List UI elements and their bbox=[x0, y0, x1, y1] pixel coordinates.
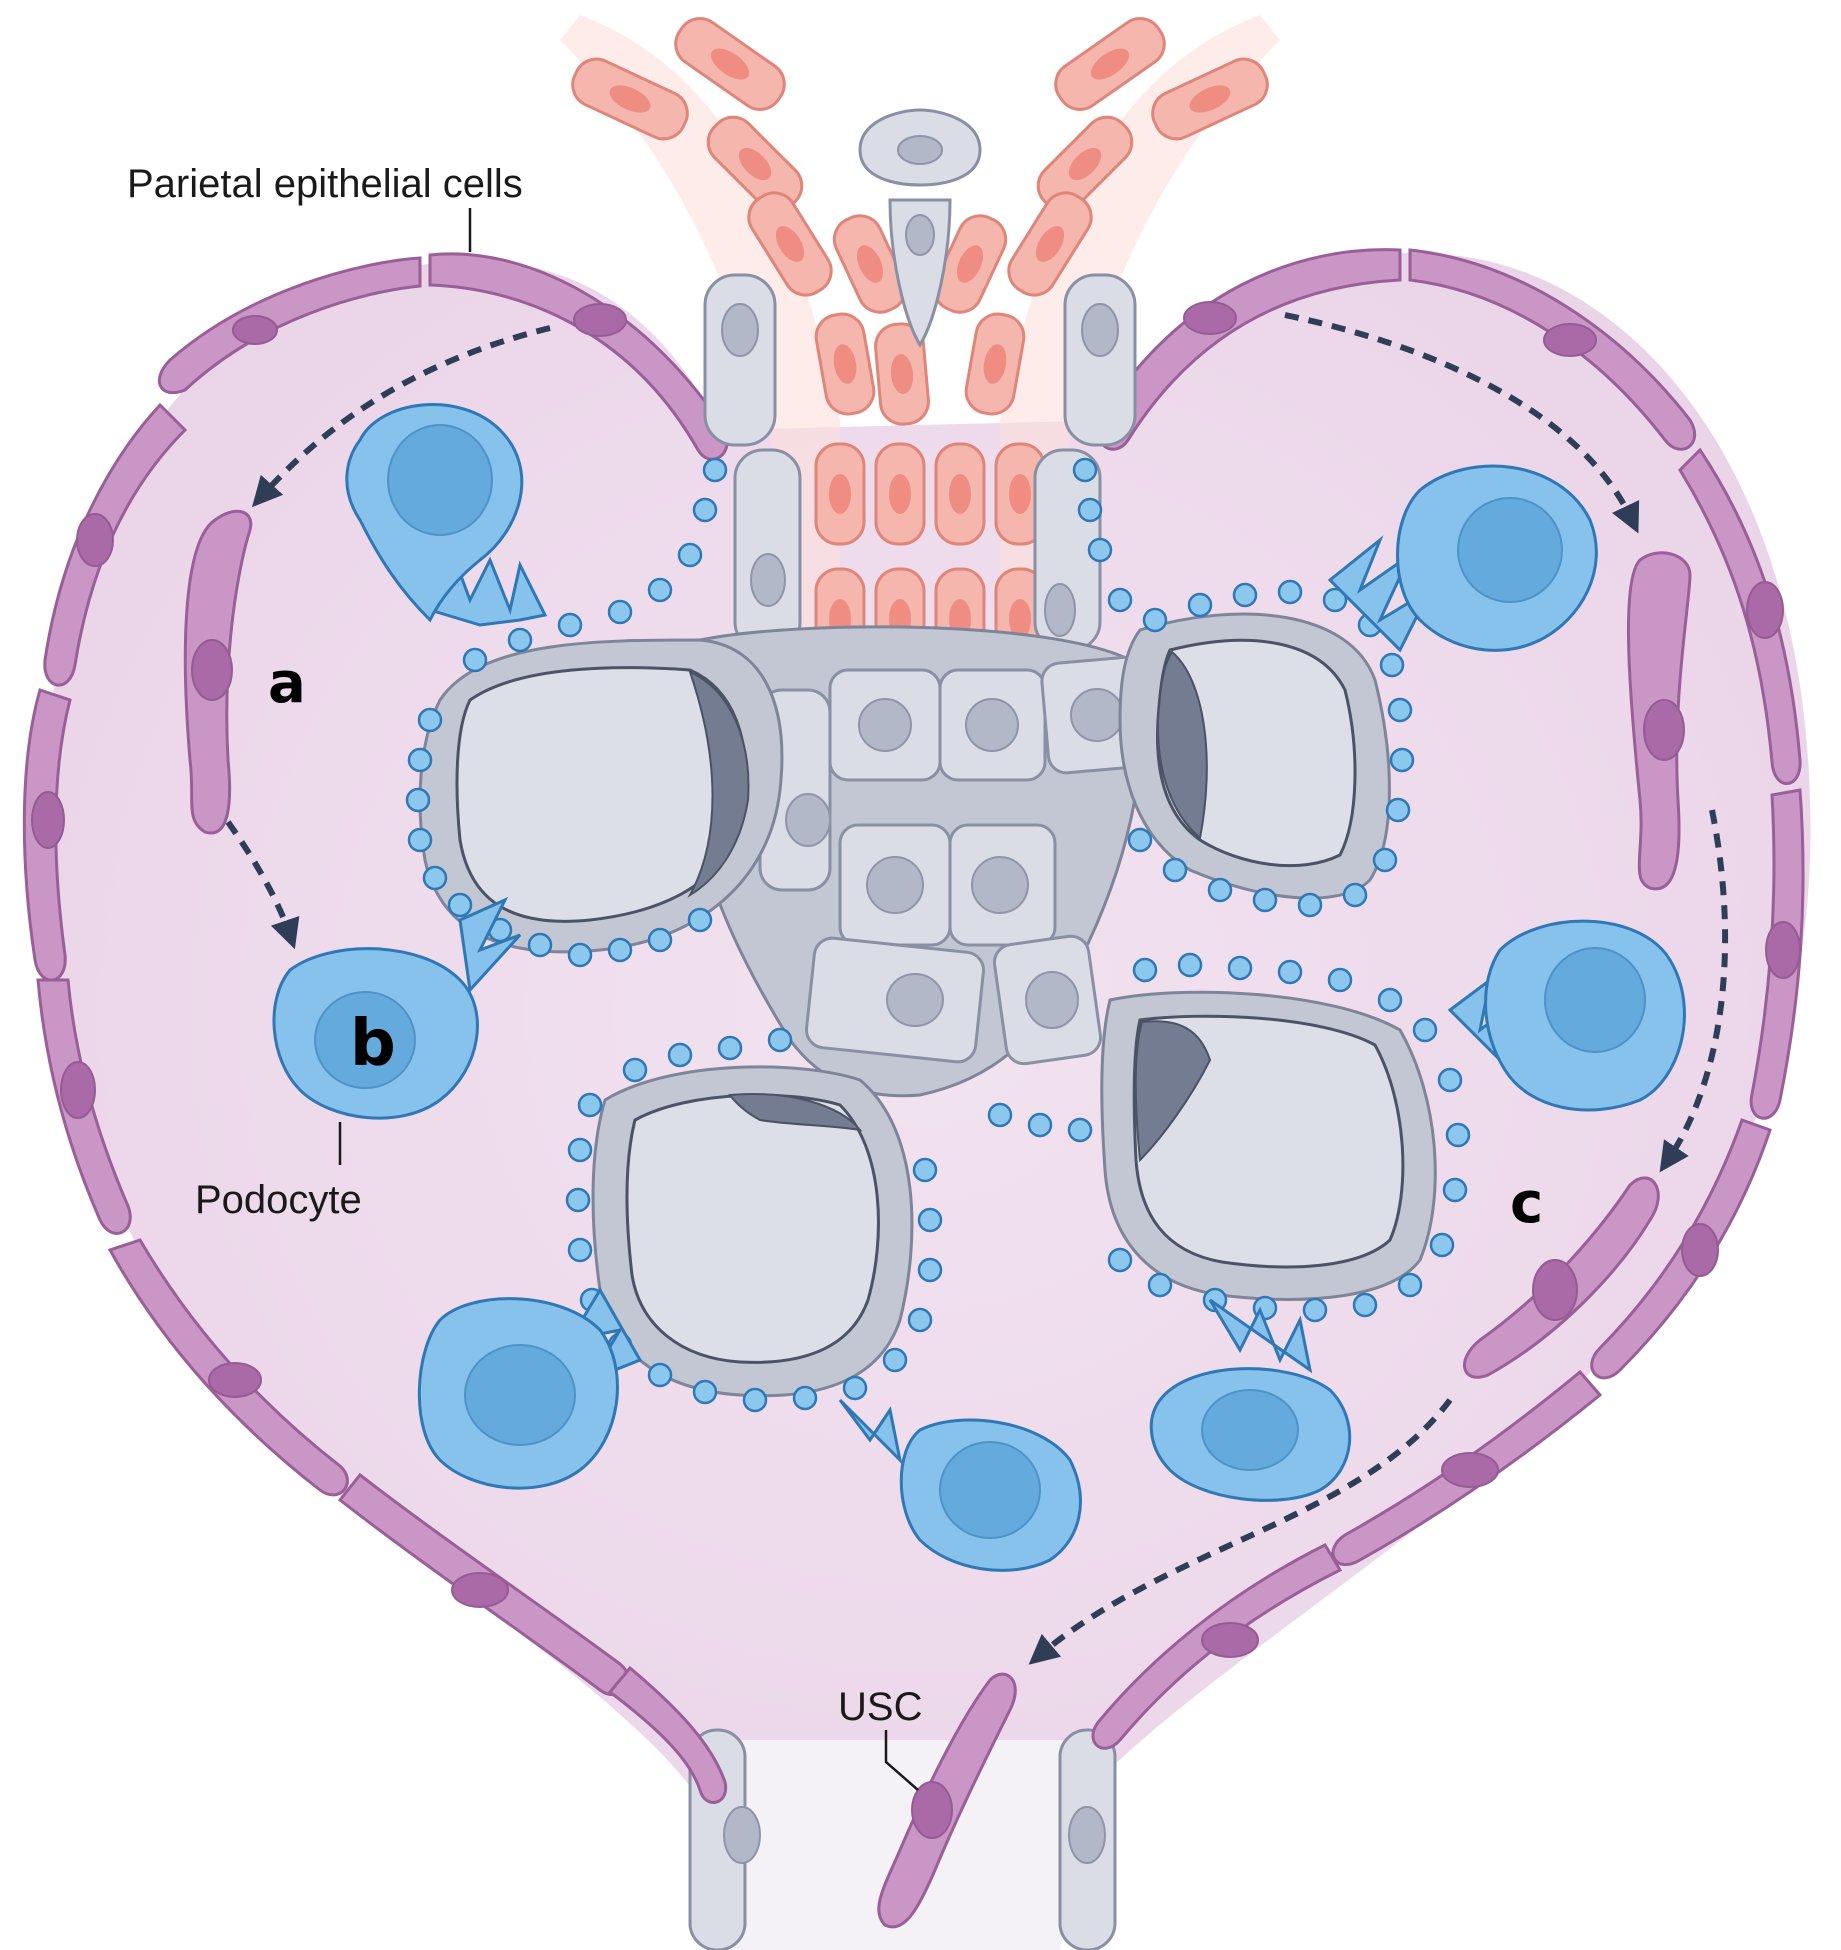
label-a: a bbox=[268, 651, 306, 716]
dashed-arrow-icon bbox=[251, 325, 551, 508]
dashed-arrow-icon bbox=[1659, 809, 1729, 1173]
foot-processes bbox=[405, 457, 1471, 1413]
podocyte-right bbox=[1447, 919, 1686, 1112]
label-c: c bbox=[1510, 1171, 1543, 1236]
parietal-epithelium-left bbox=[22, 252, 729, 1804]
label-usc: USC bbox=[838, 1685, 922, 1729]
label-parietal-epithelial-cells: Parietal epithelial cells bbox=[127, 162, 523, 206]
podocyte-b bbox=[272, 896, 522, 1120]
podocytes bbox=[272, 403, 1686, 1572]
migration-arrows bbox=[225, 312, 1729, 1665]
podocyte-top-left bbox=[345, 403, 548, 627]
label-b: b bbox=[350, 1007, 396, 1081]
migrating-parietal-cells bbox=[183, 509, 1692, 1929]
hilum-cells bbox=[703, 108, 1137, 652]
podocyte-bottom-center bbox=[838, 1398, 1082, 1572]
podocyte-top-right bbox=[1327, 464, 1598, 653]
capillary-loops bbox=[418, 612, 1437, 1398]
usc-leader-line bbox=[884, 1730, 919, 1791]
arterioles bbox=[560, 15, 1280, 671]
dashed-arrow-icon bbox=[1284, 312, 1640, 534]
dashed-arrow-icon bbox=[1028, 1398, 1453, 1665]
proximal-tubule bbox=[688, 1728, 1117, 1950]
label-podocyte: Podocyte bbox=[195, 1178, 362, 1222]
podocyte-bottom-left bbox=[417, 1287, 643, 1490]
podocyte-bottom-right bbox=[1149, 1298, 1352, 1502]
